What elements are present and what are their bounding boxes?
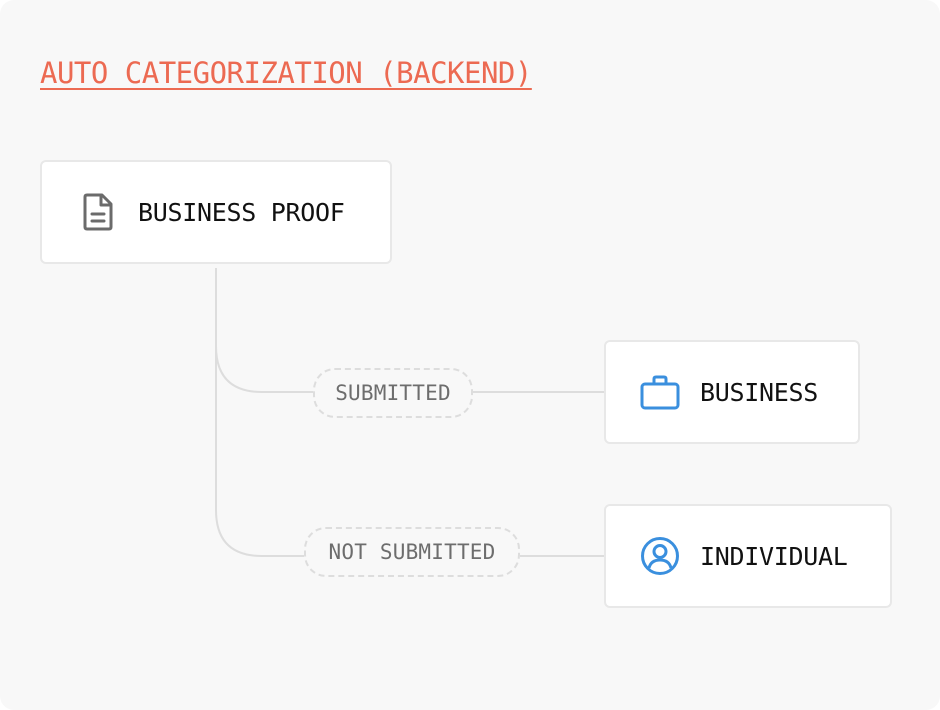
business-proof-label: BUSINESS PROOF: [138, 197, 345, 227]
diagram-title: AUTO CATEGORIZATION (BACKEND): [40, 56, 532, 90]
connector-trunk: [215, 268, 313, 393]
business-label: BUSINESS: [700, 377, 819, 407]
individual-label: INDIVIDUAL: [700, 541, 848, 571]
briefcase-icon: [640, 372, 680, 412]
individual-node: INDIVIDUAL: [604, 504, 892, 608]
document-icon: [78, 192, 118, 232]
business-node: BUSINESS: [604, 340, 860, 444]
condition-submitted: SUBMITTED: [313, 368, 473, 418]
connector-branch-not-submitted: [215, 346, 304, 557]
business-proof-node: BUSINESS PROOF: [40, 160, 392, 264]
condition-not-submitted: NOT SUBMITTED: [304, 527, 520, 577]
user-circle-icon: [640, 536, 680, 576]
